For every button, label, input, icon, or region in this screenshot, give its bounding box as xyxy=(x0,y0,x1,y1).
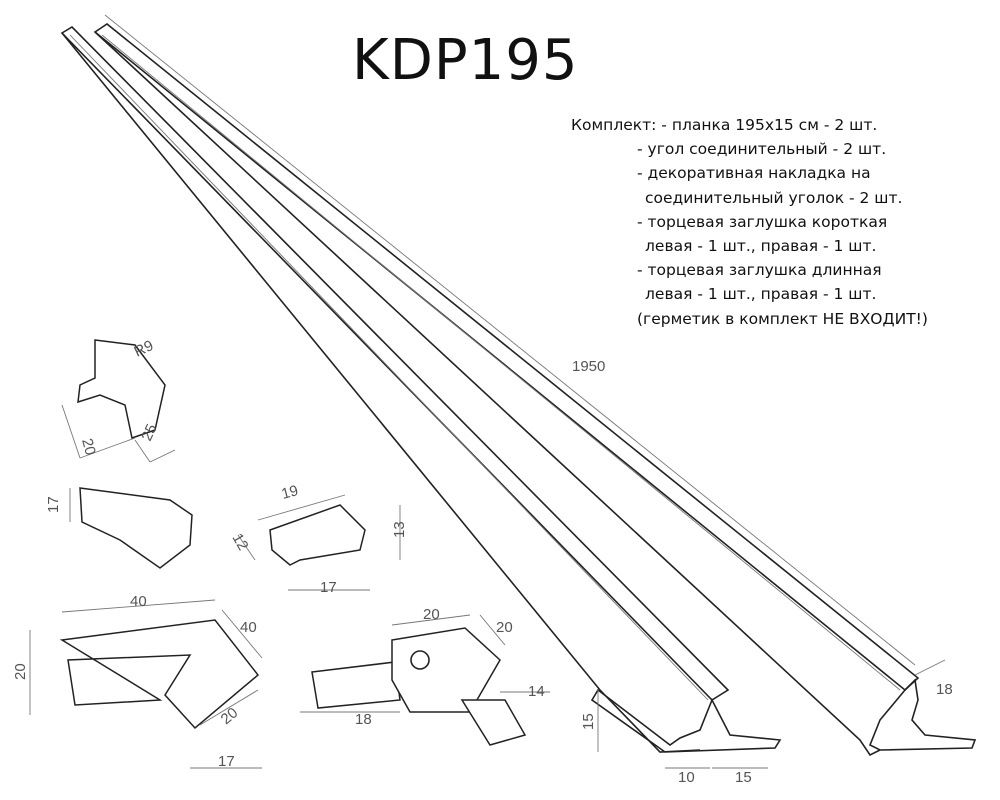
dim-19: 19 xyxy=(280,482,301,503)
clip-part: 19 12 13 17 xyxy=(229,482,408,596)
dim-18-profile: 18 xyxy=(936,681,953,698)
dim-20-diag: 20 xyxy=(218,704,242,728)
connector-part: 20 20 18 14 xyxy=(300,606,550,746)
end-cap-long-part: 40 40 20 20 17 xyxy=(12,593,263,770)
profile-strip-left xyxy=(60,25,782,753)
dim-15-profile: 15 xyxy=(580,713,597,730)
kit-line: Комплект: - планка 195х15 см - 2 шт. xyxy=(571,116,878,134)
dim-10: 10 xyxy=(678,769,695,786)
kit-line: - торцевая заглушка короткая xyxy=(637,212,888,231)
dim-20-height: 20 xyxy=(12,663,29,680)
dim-12: 12 xyxy=(229,531,252,554)
kit-line: - торцевая заглушка длинная xyxy=(637,261,882,280)
profile-strip-right xyxy=(93,14,977,757)
dim-40: 40 xyxy=(130,593,147,610)
kit-line: (герметик в комплект НЕ ВХОДИТ!) xyxy=(637,309,928,328)
kit-line: соединительный уголок - 2 шт. xyxy=(645,188,903,207)
end-cap-short-part: 17 xyxy=(45,487,193,569)
product-title: KDP195 xyxy=(352,28,579,93)
dim-17-base: 17 xyxy=(218,753,235,770)
dim-17-clip: 17 xyxy=(320,579,337,596)
kit-line: - угол соединительный - 2 шт. xyxy=(637,140,887,159)
dim-r9: R9 xyxy=(132,337,157,361)
kit-line: - декоративная накладка на xyxy=(637,164,871,183)
length-dimension: 1950 xyxy=(572,358,605,375)
dim-13: 13 xyxy=(391,521,408,538)
dim-17: 17 xyxy=(45,496,62,513)
kit-line: левая - 1 шт., правая - 1 шт. xyxy=(645,285,877,304)
dim-20-conn: 20 xyxy=(423,606,440,623)
profile-dimensions: 15 10 15 18 xyxy=(580,659,953,786)
dim-40-side: 40 xyxy=(240,619,257,636)
dim-15-base: 15 xyxy=(735,769,752,786)
kit-line: левая - 1 шт., правая - 1 шт. xyxy=(645,237,877,256)
dim-18-conn: 18 xyxy=(355,711,372,728)
dim-20: 20 xyxy=(78,437,99,458)
dim-25: 25 xyxy=(138,421,160,443)
kit-contents: Комплект: - планка 195х15 см - 2 шт. - у… xyxy=(571,113,928,331)
dim-14: 14 xyxy=(528,683,545,700)
dim-20-conn-side: 20 xyxy=(496,619,513,636)
corner-cap-part: R9 20 25 xyxy=(61,337,176,463)
